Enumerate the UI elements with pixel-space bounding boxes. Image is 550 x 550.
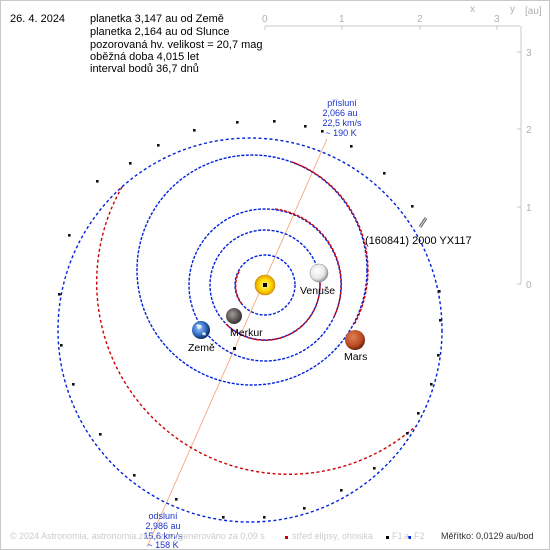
asteroid-name-label: (160841) 2000 YX117 bbox=[365, 235, 472, 247]
x-axis-name: x bbox=[470, 4, 475, 15]
earth-label: Země bbox=[188, 342, 215, 354]
aphelion-speed: 15,6 km/s bbox=[143, 531, 183, 541]
aphelion-distance: 2,986 au bbox=[145, 521, 180, 531]
earth-orbit bbox=[188, 208, 343, 362]
x-tick-label: 2 bbox=[417, 14, 423, 25]
venus-label: Venuše bbox=[300, 285, 335, 297]
axes: 0 1 2 3 x y [au] 3 2 1 0 bbox=[262, 4, 542, 291]
mars-orbit bbox=[136, 154, 369, 386]
perihelion-distance: 2,066 au bbox=[322, 108, 357, 118]
mercury-planet bbox=[226, 308, 242, 324]
info-line: planetka 2,164 au od Slunce bbox=[90, 26, 230, 38]
y-axis-name: y bbox=[510, 4, 515, 15]
perihelion-speed: 22,5 km/s bbox=[322, 118, 362, 128]
y-tick-label: 3 bbox=[526, 48, 532, 59]
mars-planet bbox=[345, 330, 365, 350]
x-tick-label: 1 bbox=[339, 14, 345, 25]
legend-f1-label: F1 bbox=[392, 531, 403, 541]
info-line: oběžná doba 4,015 let bbox=[90, 51, 199, 63]
mercury-label: Merkur bbox=[230, 327, 263, 339]
legend-a-label: a bbox=[404, 531, 410, 541]
y-tick-label: 1 bbox=[526, 203, 532, 214]
venus-orbit bbox=[209, 229, 321, 341]
venus-planet bbox=[309, 263, 329, 283]
x-tick-label: 0 bbox=[262, 14, 268, 25]
aphelion-label: odsluní 2,986 au 15,6 km/s ~ 158 K bbox=[143, 511, 183, 550]
aphelion-title: odsluní bbox=[148, 511, 178, 521]
footer-credit: © 2024 Astronomia, astronomia.zcu.cz, vy… bbox=[10, 531, 265, 541]
perihelion-title: přísluní bbox=[327, 98, 357, 108]
legend-f1-marker bbox=[386, 536, 389, 539]
legend-center-marker bbox=[285, 536, 288, 539]
info-line: planetka 3,147 au od Země bbox=[90, 13, 224, 25]
mercury-orbit bbox=[234, 254, 296, 316]
legend-center-label: střed elipsy, ohniska bbox=[292, 531, 373, 541]
perihelion-label: přísluní 2,066 au 22,5 km/s ~ 190 K bbox=[322, 98, 362, 138]
apsides-line bbox=[146, 138, 328, 548]
aphelion-days: ~ 158 K bbox=[147, 540, 178, 550]
scale-label: Měřítko: 0,0129 au/bod bbox=[441, 531, 534, 541]
asteroid-orbit bbox=[57, 120, 443, 523]
y-tick-label: 0 bbox=[526, 280, 532, 291]
sun bbox=[254, 274, 276, 296]
date-label: 26. 4. 2024 bbox=[10, 13, 66, 25]
info-line: interval bodů 36,7 dnů bbox=[90, 63, 199, 75]
axis-unit: [au] bbox=[525, 6, 542, 17]
earth-planet bbox=[192, 321, 210, 339]
legend-f2-label: F2 bbox=[414, 531, 425, 541]
mars-label: Mars bbox=[344, 351, 367, 363]
legend-f2-marker bbox=[408, 536, 411, 539]
focus-f1-marker bbox=[233, 347, 236, 350]
x-tick-label: 3 bbox=[494, 14, 500, 25]
y-tick-label: 2 bbox=[526, 125, 532, 136]
asteroid-marker bbox=[418, 217, 428, 228]
info-line: pozorovaná hv. velikost = 20,7 mag bbox=[90, 39, 263, 51]
perihelion-days: ~ 190 K bbox=[325, 128, 356, 138]
